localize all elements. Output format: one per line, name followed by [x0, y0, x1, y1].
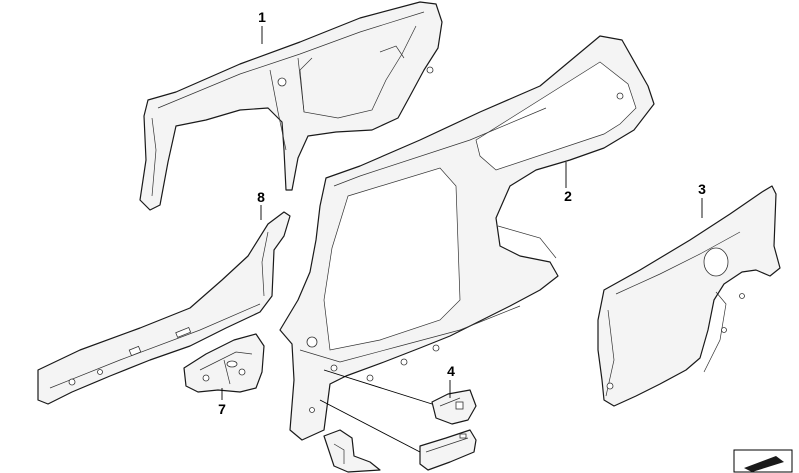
- catalog-page-arrow-icon: [733, 449, 793, 473]
- lower-reinforcement-bracket[interactable]: [323, 429, 381, 473]
- part-1-side-frame-upper[interactable]: [139, 1, 443, 211]
- callout-3: 3: [698, 181, 706, 197]
- part-8-sill-panel[interactable]: [37, 211, 291, 405]
- callout-8: 8: [257, 189, 265, 205]
- part-4-small-bracket[interactable]: [431, 389, 477, 425]
- callout-2: 2: [564, 188, 572, 204]
- callout-7: 7: [218, 401, 226, 417]
- callout-1: 1: [258, 9, 266, 25]
- part-7-bracket[interactable]: [183, 333, 265, 393]
- lower-reinforcement-channel[interactable]: [419, 429, 477, 471]
- leader-lines: [221, 26, 703, 453]
- leader-channel-to-panel: [319, 399, 421, 453]
- part-2-side-panel[interactable]: [279, 35, 655, 441]
- callout-labels: 1 2 3 4 7 8: [218, 9, 706, 417]
- leader-4-to-panel: [323, 369, 433, 405]
- callout-4: 4: [447, 363, 455, 379]
- part-3-quarter-panel[interactable]: [597, 185, 781, 407]
